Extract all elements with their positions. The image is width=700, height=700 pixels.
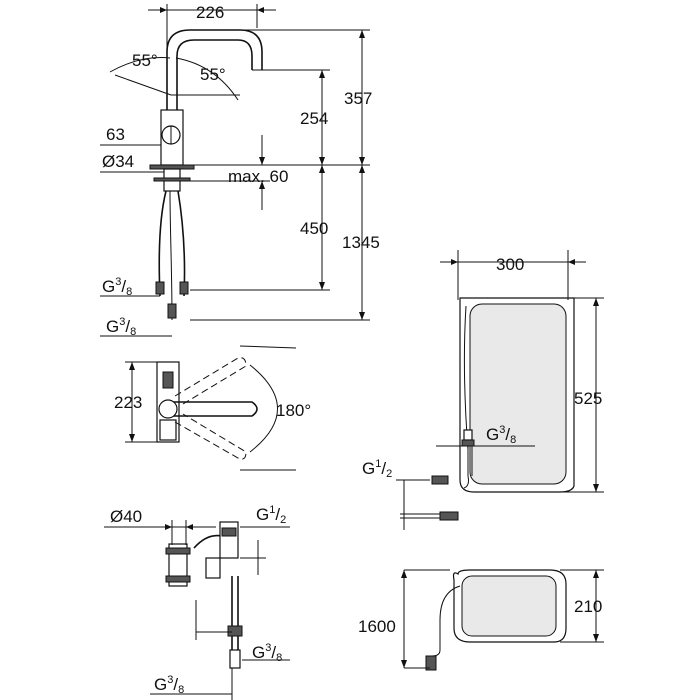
dim-spout-height: 254 — [300, 109, 328, 128]
dim-top-depth: 223 — [114, 393, 142, 412]
dim-max-thickness: max. 60 — [228, 167, 288, 186]
top-view-spout — [169, 401, 258, 417]
dim-diameter: Ø34 — [102, 152, 134, 171]
dim-valve-diameter: Ø40 — [110, 507, 142, 526]
dim-handle-size: 63 — [106, 125, 125, 144]
mixing-valve: Ø40 G1/2 G3/8 G3/8 — [104, 504, 290, 700]
power-cable — [431, 585, 461, 657]
faucet-side-view: 226 55° 55° 254 357 max. 60 450 — [100, 3, 380, 338]
faucet-flange — [149, 164, 195, 170]
thread-boiler-outlet: G3/8 — [486, 424, 516, 446]
dim-angle-right: 55° — [200, 65, 226, 84]
dim-angle-left: 55° — [132, 51, 158, 70]
thread-valve-top: G1/2 — [256, 504, 286, 526]
thread-upper: G3/8 — [102, 276, 132, 298]
dim-faucet-width: 226 — [196, 3, 224, 22]
spout-rotation-right — [174, 413, 247, 460]
thread-boiler-inlet: G1/2 — [362, 458, 392, 480]
rotation-arc — [249, 364, 278, 453]
dim-boiler-height: 525 — [574, 389, 602, 408]
faucet-top-view: 180° 223 — [114, 345, 311, 471]
dim-rotation: 180° — [276, 401, 311, 420]
thread-lower: G3/8 — [106, 316, 136, 338]
dim-cable-length: 1600 — [358, 617, 396, 636]
boiler-side-view: 1600 210 — [358, 569, 604, 671]
hose-left — [158, 190, 167, 297]
boiler-front-view: 300 525 G3/8 G1/2 — [362, 250, 604, 530]
hose-center — [169, 190, 173, 321]
thread-valve-bottom: G3/8 — [154, 674, 184, 696]
faucet-spout — [166, 29, 263, 120]
thread-valve-mid: G3/8 — [252, 642, 282, 664]
spout-rotation-left — [174, 357, 247, 405]
dim-boiler-width: 300 — [496, 255, 524, 274]
dim-total-length: 1345 — [342, 233, 380, 252]
hose-right — [177, 190, 186, 297]
dim-hose-length: 450 — [300, 219, 328, 238]
dim-height-total: 357 — [344, 89, 372, 108]
dim-boiler-depth: 210 — [574, 597, 602, 616]
power-plug — [425, 655, 437, 671]
